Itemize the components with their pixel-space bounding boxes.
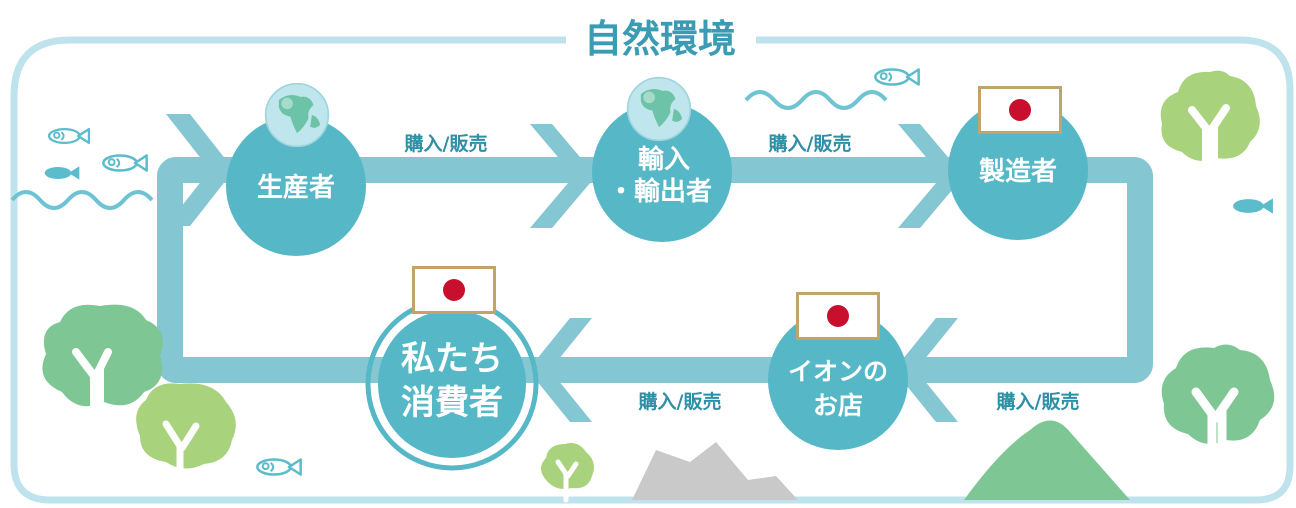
edge-label: 購入/販売 (405, 132, 488, 155)
rock-shape (632, 442, 798, 500)
japan-flag-icon (796, 292, 880, 340)
fish-icon (102, 154, 148, 172)
environment-frame (10, 36, 1294, 504)
edge-label: 購入/販売 (997, 390, 1080, 413)
node-consumer (378, 310, 526, 458)
fish-icon (256, 458, 302, 476)
mountain-shape (964, 420, 1130, 500)
globe-icon (626, 76, 692, 142)
manufacturer-label: 製造者 (979, 157, 1057, 187)
consumer-label-line2: 消費者 (401, 383, 503, 423)
importer-label-line2: ・輸出者 (608, 176, 712, 207)
fish-icon (874, 68, 920, 86)
diagram-title: 自然環境 (584, 17, 736, 61)
japan-flag-icon (978, 86, 1062, 134)
consumer-label-line1: 私たち (401, 339, 503, 379)
edge-label: 購入/販売 (769, 132, 852, 155)
store-label-line1: イオンの (788, 357, 888, 386)
importer-label-line1: 輸入 (638, 144, 690, 175)
fish-icon (44, 166, 80, 180)
producer-label: 生産者 (257, 172, 335, 203)
node-manufacturer (948, 100, 1088, 240)
store-label-line2: お店 (813, 391, 863, 420)
fish-icon (1233, 198, 1273, 214)
japan-flag-icon (412, 266, 496, 314)
tree-icon (541, 443, 594, 503)
wave-icon (10, 190, 154, 210)
node-producer (226, 116, 366, 256)
tree-icon (1161, 344, 1275, 481)
node-store (768, 310, 908, 450)
tree-icon (136, 383, 236, 490)
fish-icon (47, 127, 91, 145)
node-importer (592, 102, 732, 242)
wave-icon (744, 90, 888, 110)
tree-icon (1160, 70, 1260, 184)
tree-icon (42, 304, 163, 432)
globe-icon (264, 82, 330, 148)
edge-label: 購入/販売 (639, 390, 722, 413)
